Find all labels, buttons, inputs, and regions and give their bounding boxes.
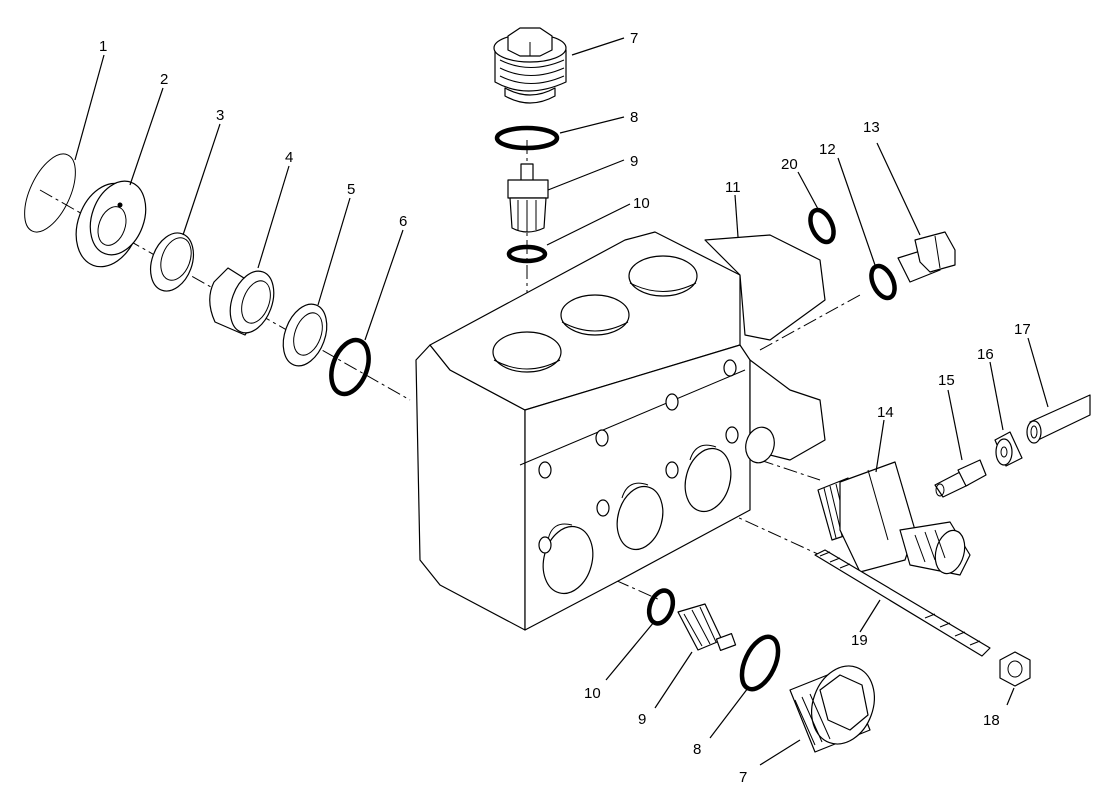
manifold-body [415, 231, 826, 631]
label-12: 12 [819, 141, 836, 158]
label-4: 4 [285, 149, 293, 166]
part-20-o-ring [808, 207, 836, 245]
label-8-top: 8 [630, 109, 638, 126]
part-6-o-ring [329, 337, 371, 397]
part-5-backup-ring [282, 303, 328, 367]
label-19: 19 [851, 632, 868, 649]
part-1-o-ring [24, 153, 76, 233]
part-8-top-o-ring [494, 125, 560, 151]
label-9-top: 9 [630, 153, 638, 170]
label-3: 3 [216, 107, 224, 124]
label-7-top: 7 [630, 30, 638, 47]
label-8-bottom: 8 [693, 741, 701, 758]
part-10-bottom-o-ring [646, 588, 676, 626]
leader-lines [74, 37, 1049, 766]
part-labels: 1 2 3 4 5 6 7 8 9 10 11 20 12 13 14 15 1… [99, 30, 1031, 786]
part-9-top-valve [507, 163, 549, 233]
part-7-bottom-plug [789, 665, 875, 753]
part-17-tube [1026, 394, 1091, 444]
label-10-bottom: 10 [584, 685, 601, 702]
part-4-sleeve [209, 267, 275, 336]
part-15-nipple [934, 459, 987, 498]
part-16-ferrule [994, 431, 1023, 467]
part-18-nut [999, 651, 1031, 687]
label-14: 14 [877, 404, 894, 421]
label-7-bottom: 7 [739, 769, 747, 786]
label-2: 2 [160, 71, 168, 88]
label-5: 5 [347, 181, 355, 198]
label-10-top: 10 [633, 195, 650, 212]
part-12-o-ring [869, 263, 897, 301]
part-3-seal [149, 232, 195, 292]
label-17: 17 [1014, 321, 1031, 338]
part-13-plug [897, 231, 956, 283]
label-20: 20 [781, 156, 798, 173]
label-16: 16 [977, 346, 994, 363]
part-9-bottom-valve [677, 603, 737, 651]
part-7-top-plug [493, 27, 567, 104]
part-2-retainer [75, 180, 147, 268]
label-9-bottom: 9 [638, 711, 646, 728]
label-18: 18 [983, 712, 1000, 729]
label-1: 1 [99, 38, 107, 55]
label-15: 15 [938, 372, 955, 389]
part-10-top-o-ring [506, 244, 548, 264]
label-6: 6 [399, 213, 407, 230]
part-14-fitting [817, 461, 971, 576]
label-11: 11 [725, 179, 741, 196]
part-8-bottom-o-ring [739, 634, 781, 692]
part-19-stud [814, 549, 991, 657]
label-13: 13 [863, 119, 880, 136]
